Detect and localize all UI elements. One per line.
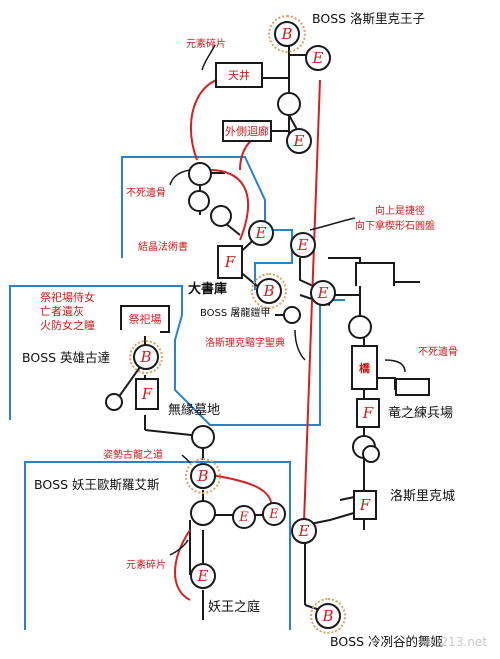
path-node xyxy=(190,500,216,526)
boss-ring xyxy=(251,273,287,309)
label-grave: 無緣墓地 xyxy=(168,403,221,418)
bonfire-icon: F xyxy=(356,398,380,428)
boss-icon: B xyxy=(133,344,159,370)
label-lothric-castle: 洛斯里克城 xyxy=(390,489,456,504)
label-crystal-scroll: 結晶法術書 xyxy=(138,242,188,253)
label-boss-lothric: BOSS 洛斯里克王子 xyxy=(312,11,426,26)
label-boss-oceiros: BOSS 妖王歐斯羅艾斯 xyxy=(34,477,160,492)
path-node xyxy=(283,306,301,324)
label-undead-bone-left: 不死遺骨 xyxy=(126,188,166,199)
bonfire-icon: F xyxy=(135,378,159,410)
bridge-box: 橋 xyxy=(351,345,378,390)
boss-ring xyxy=(268,15,306,53)
boss-icon: B xyxy=(190,463,216,489)
enemy-icon: E xyxy=(290,232,316,258)
label-boss-gundyr: BOSS 英雄古達 xyxy=(22,350,111,365)
region-altar-outline xyxy=(9,285,345,426)
path-node xyxy=(105,393,123,411)
label-shard-bottom: 元素碎片 xyxy=(126,560,166,571)
region-garden-outline xyxy=(24,461,291,630)
label-boss-dancer: BOSS 冷冽谷的舞姬 xyxy=(330,634,444,649)
path-node xyxy=(191,425,215,449)
path-node xyxy=(362,445,380,463)
label-great-library: 大書庫 xyxy=(188,282,228,297)
path-node xyxy=(210,205,232,227)
enemy-icon: E xyxy=(291,518,317,544)
path-node xyxy=(188,162,212,186)
annotation-arrows xyxy=(169,44,406,556)
label-altar-items-1: 祭祀場侍女 xyxy=(40,291,95,304)
enemy-icon: E xyxy=(262,502,286,526)
label-dragon-barracks: 竜之練兵場 xyxy=(388,406,454,421)
boss-icon: B xyxy=(274,21,300,47)
tianjing-box: 天井 xyxy=(215,62,263,88)
label-dragonslayer-armor: BOSS 屠龍鎧甲 xyxy=(200,308,271,319)
label-stone-plate: 向下拿楔形石圓盤 xyxy=(355,221,435,232)
enemy-icon: E xyxy=(190,563,216,589)
boss-ring xyxy=(129,340,163,374)
bonfire-icon: F xyxy=(353,490,377,520)
enemy-icon: E xyxy=(305,45,331,71)
bonfire-icon: F xyxy=(217,245,243,279)
enemy-icon: E xyxy=(310,280,336,306)
label-shortcut: 向上是捷徑 xyxy=(375,206,425,217)
watermark: UXI213.net xyxy=(420,635,487,649)
altar-box: 祭祀場 xyxy=(120,305,170,333)
path-node xyxy=(277,92,301,116)
barracks-ledge-box xyxy=(395,378,430,396)
label-dragon-path: 姿勢古龍之道 xyxy=(103,450,163,461)
path-node xyxy=(188,190,210,212)
enemy-icon: E xyxy=(248,220,274,246)
boss-icon: B xyxy=(315,603,341,629)
label-undead-bone-right: 不死遺骨 xyxy=(418,347,458,358)
library-stair-box xyxy=(355,262,395,286)
enemy-icon: E xyxy=(286,128,312,154)
label-shard-top: 元素碎片 xyxy=(186,39,226,50)
path-node xyxy=(348,315,372,339)
boss-icon: B xyxy=(256,278,282,304)
label-altar-items-3: 火防女之瞳 xyxy=(40,319,95,332)
enemy-icon: E xyxy=(232,505,256,529)
label-altar-items-2: 亡者遺灰 xyxy=(40,305,84,318)
boss-ring xyxy=(310,598,346,634)
boss-ring xyxy=(185,458,221,494)
label-lothric-scroll: 洛斯理克黯字聖典 xyxy=(205,338,285,349)
altar-corridor-box xyxy=(120,330,160,336)
outer-corridor-box: 外側迴廊 xyxy=(222,120,272,142)
label-consumed-garden: 妖王之庭 xyxy=(208,600,261,615)
